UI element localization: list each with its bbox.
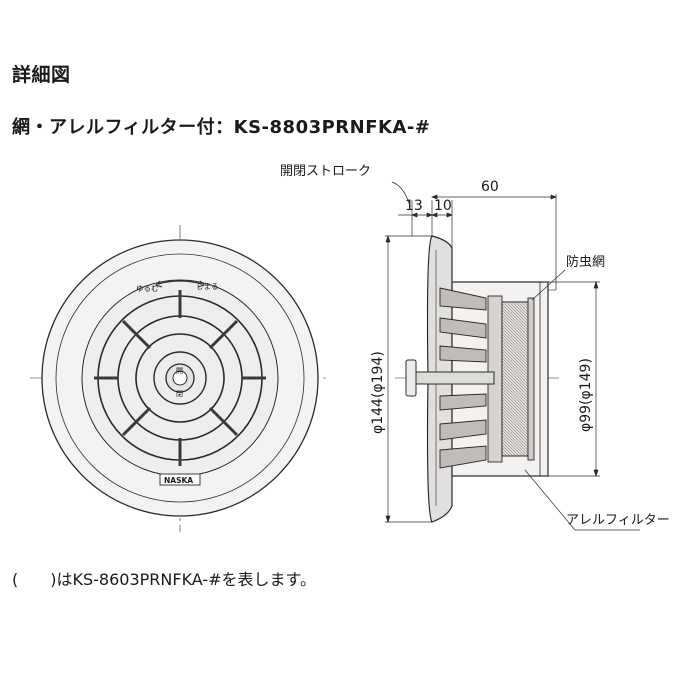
dim-10: 10 bbox=[434, 198, 452, 214]
knob-tighten-label: しまる bbox=[196, 282, 219, 291]
page-subtitle: 網・アレルフィルター付：KS-8803PRNFKA-# bbox=[12, 117, 431, 138]
knob-loosen-label: ゆるむ bbox=[136, 284, 159, 293]
center-open-label: 開 bbox=[176, 367, 183, 375]
stroke-label: 開閉ストローク bbox=[280, 164, 371, 179]
center-close-label: 閉 bbox=[176, 390, 183, 398]
allergy-filter bbox=[501, 301, 529, 457]
grille-spokes bbox=[94, 290, 266, 466]
dim-diameter-outer: φ144(φ194) bbox=[370, 351, 386, 434]
page-title: 詳細図 bbox=[12, 64, 71, 86]
side-view bbox=[395, 235, 560, 523]
brand-logo: NASKA bbox=[164, 476, 193, 485]
footnote: ( )はKS-8603PRNFKA-#を表します。 bbox=[12, 570, 316, 589]
adjust-arrow-icon bbox=[157, 280, 203, 285]
shaft-knob bbox=[405, 359, 417, 397]
dim-60: 60 bbox=[481, 179, 499, 195]
louver-blades bbox=[439, 287, 487, 469]
dim-diameter-inner: φ99(φ149) bbox=[578, 358, 594, 432]
brand-plate bbox=[159, 473, 201, 486]
callout-allergy-filter: アレルフィルター bbox=[566, 513, 670, 528]
grille-ring-4 bbox=[153, 351, 207, 405]
center-knob bbox=[172, 370, 188, 386]
dim-13: 13 bbox=[405, 198, 423, 214]
grille-ring-3 bbox=[135, 333, 225, 423]
insect-net bbox=[527, 297, 535, 461]
adjust-shaft bbox=[411, 371, 495, 385]
front-view bbox=[30, 225, 330, 532]
flange-edge bbox=[55, 253, 305, 503]
callout-insect-net: 防虫網 bbox=[566, 254, 605, 270]
dimension-lines bbox=[385, 181, 640, 531]
